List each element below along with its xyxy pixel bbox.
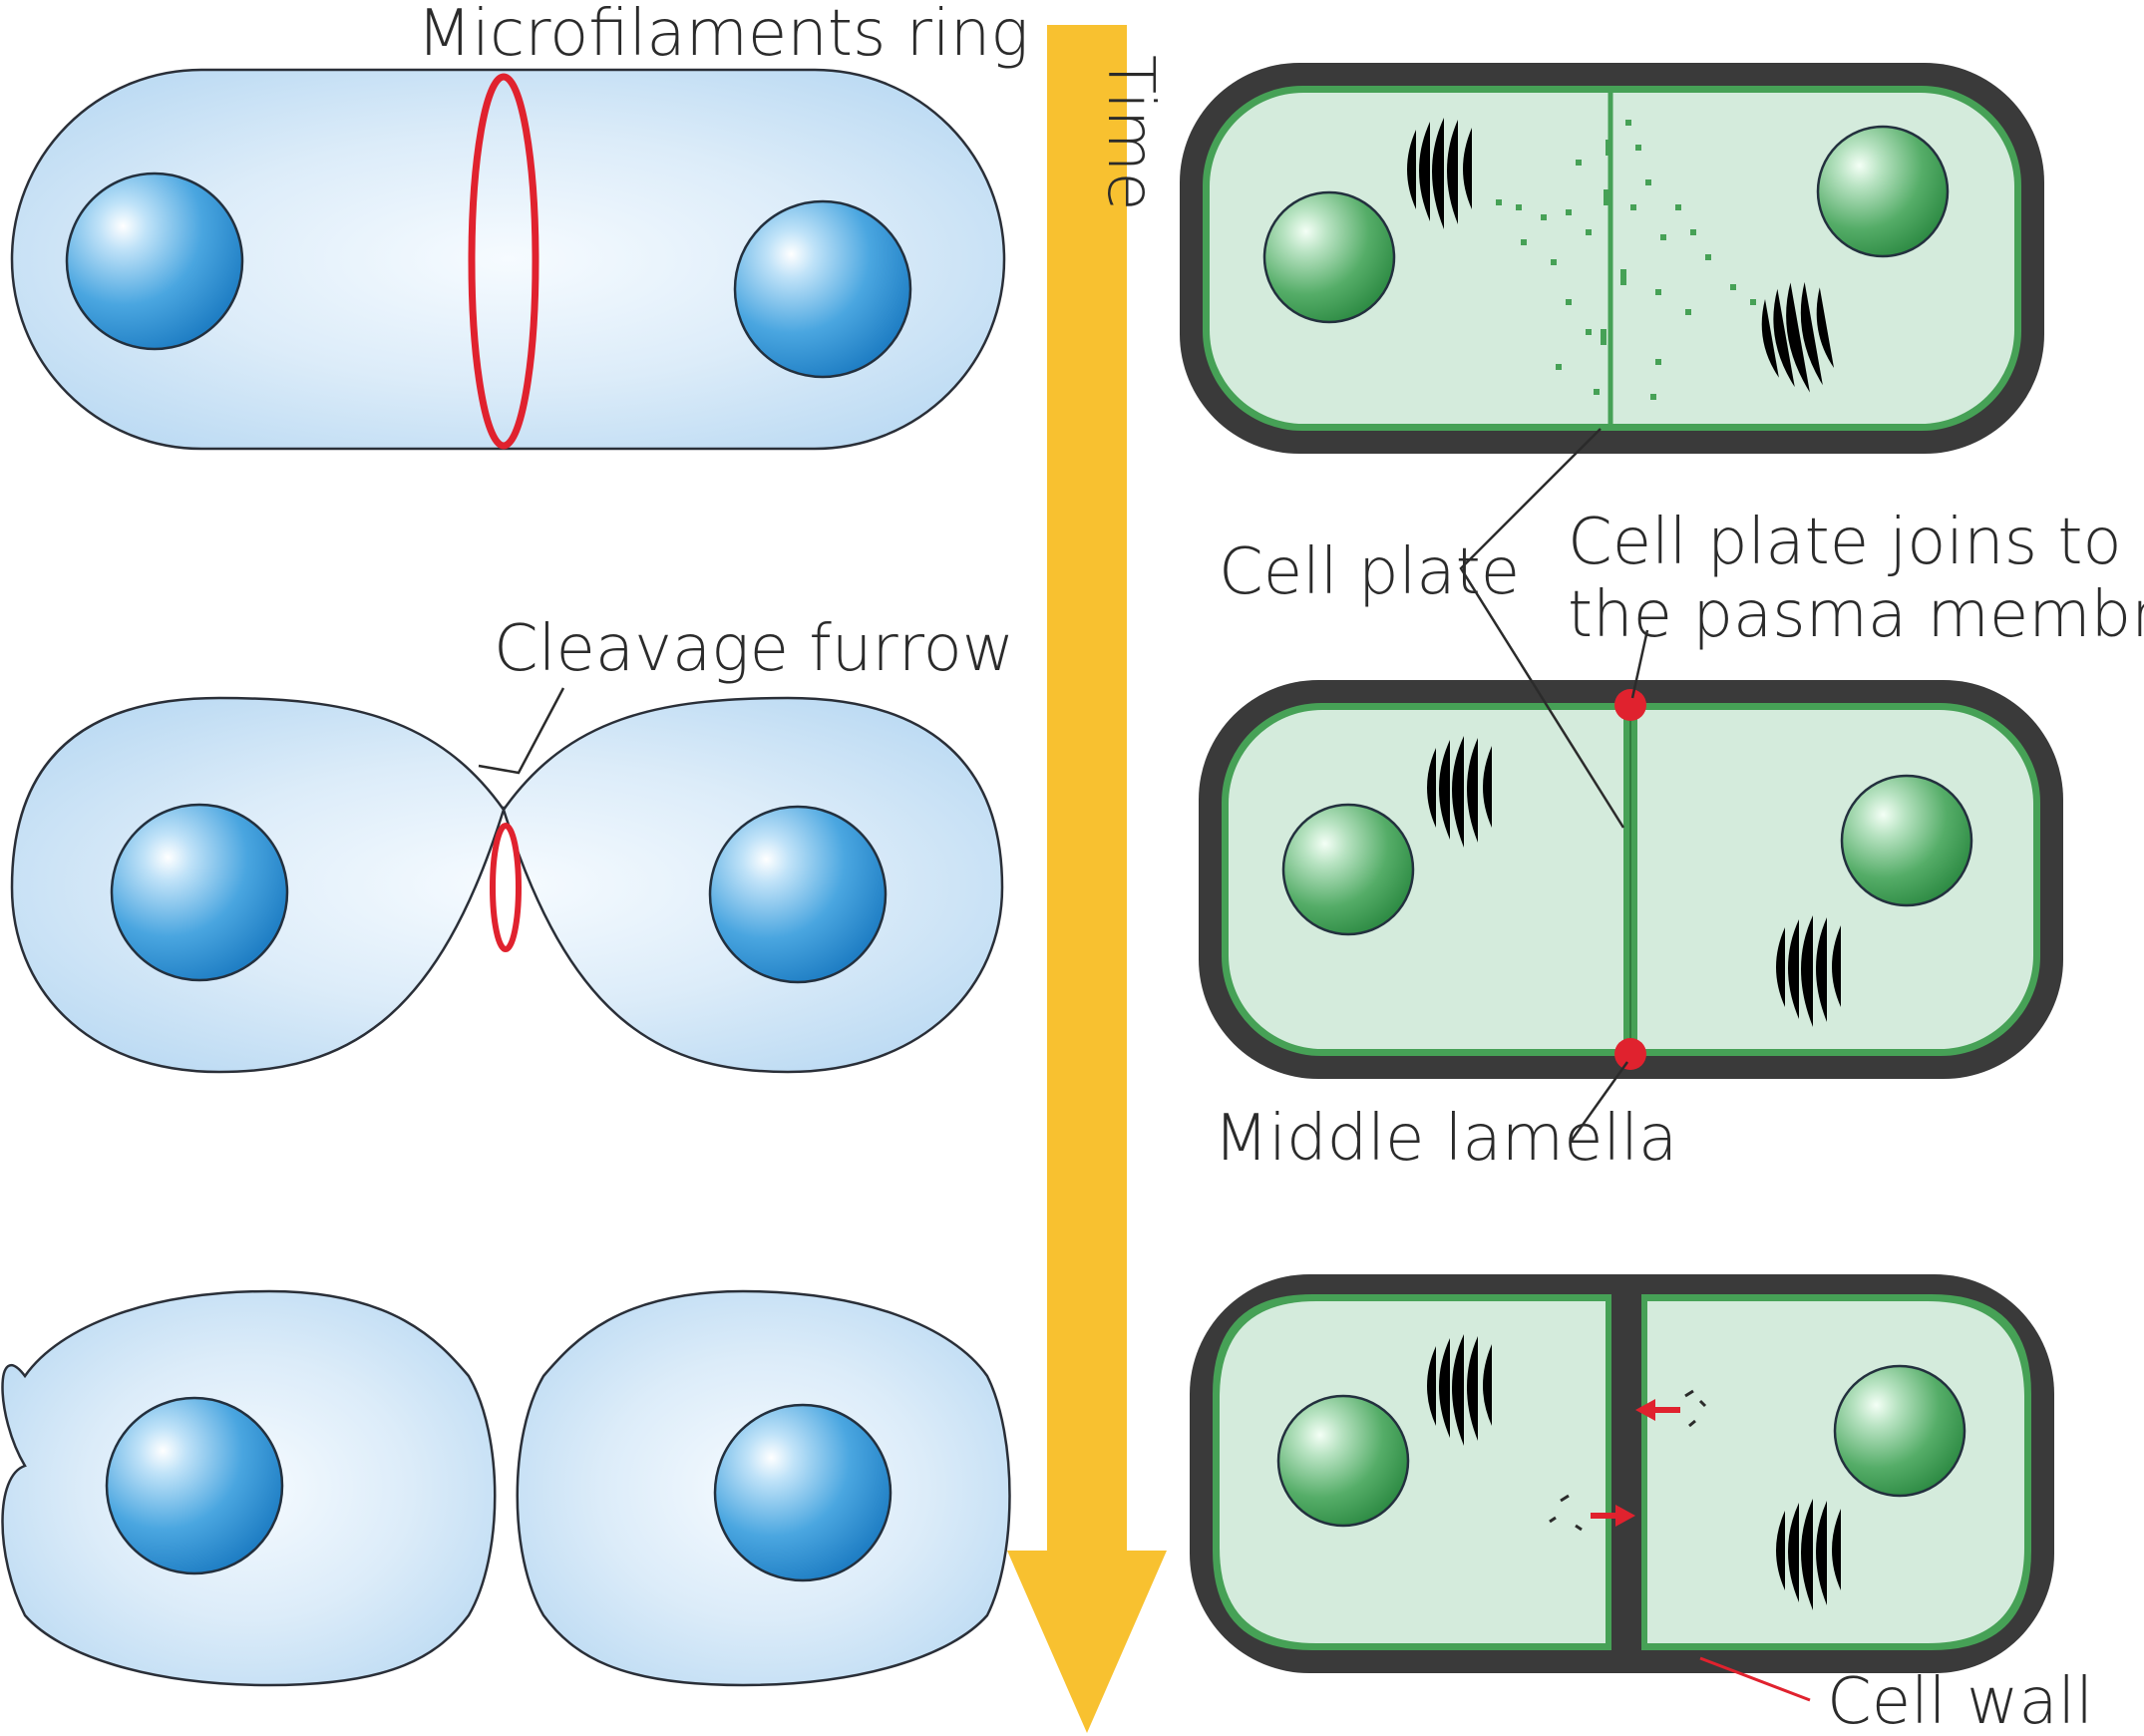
- plant-annotations: Cell plate Cell plate joins to the pasma…: [1214, 428, 2144, 1736]
- nucleus-left: [105, 1396, 284, 1575]
- cell-plate-joins-line1: Cell plate joins to: [1568, 506, 2122, 579]
- cell-plate-leader: [1459, 428, 1625, 829]
- plant-cell-stage-3: [1190, 1274, 2054, 1673]
- nucleus-right: [1816, 125, 1950, 258]
- vesicle-arrow-top: [1635, 1389, 1707, 1428]
- cell-plate-joins-line2: the pasma membrane: [1568, 578, 2144, 652]
- middle-lamella-leader: [1569, 1061, 1629, 1143]
- nucleus-right: [713, 1403, 893, 1582]
- time-label: Time: [1093, 55, 1167, 211]
- cytoplasm-left: [1220, 1301, 1606, 1643]
- cell-wall-label: Cell wall: [1827, 1665, 2093, 1736]
- plant-cell-stage-1: [1180, 63, 2044, 454]
- animal-cell-body: [10, 68, 1006, 451]
- nucleus-left: [1281, 803, 1415, 936]
- cytoplasm-right: [1647, 1301, 2024, 1643]
- time-arrow: Time: [1007, 25, 1167, 1733]
- cleavage-furrow-label: Cleavage furrow: [494, 612, 1014, 686]
- nucleus-left: [65, 172, 244, 351]
- vesicle-arrow-bottom: [1549, 1494, 1635, 1532]
- animal-cell-stage-2: Cleavage furrow: [10, 612, 1014, 1074]
- plant-cell-stage-2: [1199, 680, 2063, 1079]
- cleavage-furrow-leader: [478, 687, 565, 775]
- animal-cell-stage-1: Microfilaments ring: [10, 0, 1029, 451]
- nucleus-right: [733, 199, 912, 379]
- microfilaments-ring-label: Microfilaments ring: [417, 0, 1029, 71]
- middle-lamella-label: Middle lamella: [1214, 1102, 1677, 1176]
- nucleus-right: [1840, 774, 1973, 907]
- nucleus-left: [1262, 190, 1396, 324]
- microfilaments-ring: [468, 73, 539, 450]
- nucleus-left: [110, 803, 289, 982]
- animal-cell-body: [10, 696, 1004, 1074]
- cell-plate-label: Cell plate: [1219, 535, 1520, 609]
- junction-bottom: [1614, 1038, 1646, 1070]
- nucleus-right: [708, 805, 888, 984]
- cell-plate-joins-leader: [1630, 629, 1649, 699]
- contractile-ring: [490, 823, 522, 952]
- animal-cell-stage-3: [1, 1289, 1011, 1687]
- nucleus-left: [1276, 1394, 1410, 1528]
- vesicles: [1496, 120, 1756, 400]
- junction-top: [1614, 689, 1646, 721]
- cell-wall-leader: [1699, 1656, 1811, 1702]
- nucleus-right: [1833, 1364, 1966, 1498]
